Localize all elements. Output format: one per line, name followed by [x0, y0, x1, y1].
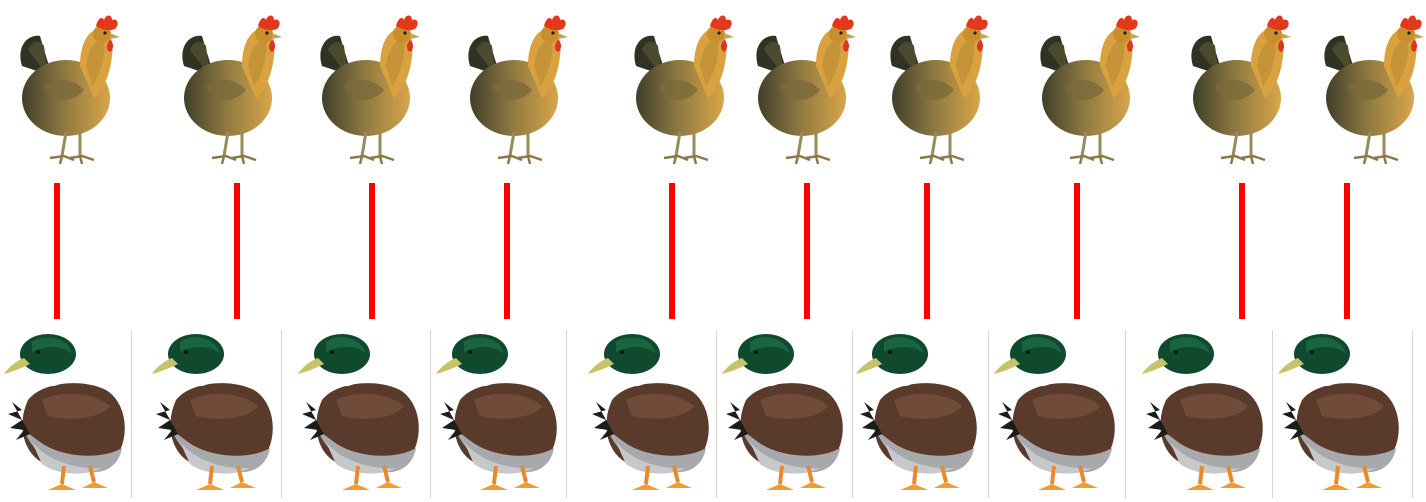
connector-line	[1074, 183, 1080, 319]
connector-line	[504, 183, 510, 319]
chicken-icon	[176, 6, 288, 174]
duck-icon	[434, 330, 564, 498]
tile-divider	[1272, 330, 1273, 498]
connector-line	[804, 183, 810, 319]
tile-divider	[852, 330, 853, 498]
duck-icon	[1140, 330, 1270, 498]
duck-icon	[296, 330, 426, 498]
chicken-icon	[1318, 6, 1426, 174]
duck-icon	[150, 330, 280, 498]
duck-icon	[1276, 330, 1406, 498]
tile-divider	[1412, 330, 1413, 498]
tile-divider	[131, 330, 132, 498]
tile-divider	[281, 330, 282, 498]
connector-line	[1239, 183, 1245, 319]
chicken-icon	[1034, 6, 1146, 174]
tile-divider	[988, 330, 989, 498]
connector-line	[924, 183, 930, 319]
connector-line	[369, 183, 375, 319]
duck-icon	[854, 330, 984, 498]
chicken-icon	[14, 6, 126, 174]
tile-divider	[1125, 330, 1126, 498]
duck-icon	[586, 330, 716, 498]
chicken-icon	[628, 6, 740, 174]
tile-divider	[566, 330, 567, 498]
duck-icon	[2, 330, 132, 498]
chicken-icon	[750, 6, 862, 174]
duck-icon	[720, 330, 850, 498]
tile-divider	[430, 330, 431, 498]
chicken-icon	[314, 6, 426, 174]
chicken-icon	[884, 6, 996, 174]
connector-line	[669, 183, 675, 319]
connector-line	[234, 183, 240, 319]
duck-icon	[992, 330, 1122, 498]
chicken-icon	[462, 6, 574, 174]
connector-line	[54, 183, 60, 319]
tile-divider	[716, 330, 717, 498]
connector-line	[1344, 183, 1350, 319]
chicken-icon	[1185, 6, 1297, 174]
